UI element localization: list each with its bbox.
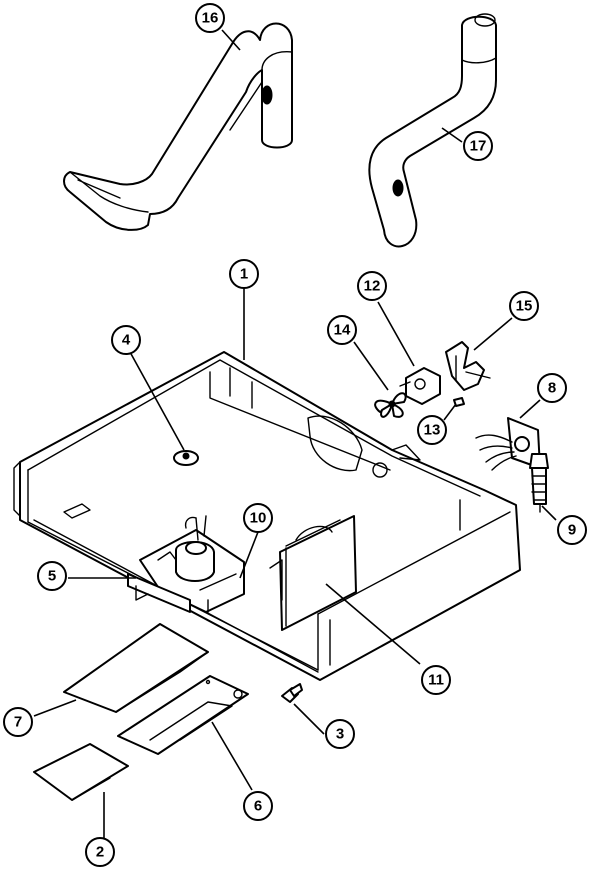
callout-14-label: 14 bbox=[334, 322, 351, 339]
part-12-motor bbox=[399, 367, 441, 405]
callout-15: 15 bbox=[509, 291, 539, 321]
leader-lines bbox=[33, 29, 557, 844]
part-6-plate bbox=[117, 675, 249, 755]
callout-1: 1 bbox=[229, 259, 259, 289]
callout-13-label: 13 bbox=[424, 422, 441, 439]
callout-12: 12 bbox=[357, 271, 387, 301]
callout-3-label: 3 bbox=[336, 726, 344, 743]
part-3-screw bbox=[281, 683, 303, 703]
callout-4-label: 4 bbox=[122, 332, 131, 349]
part-15-clip bbox=[445, 341, 491, 391]
callout-3: 3 bbox=[325, 719, 355, 749]
part-17-vent-duct bbox=[368, 13, 497, 248]
callout-9-label: 9 bbox=[568, 522, 576, 539]
callout-8-label: 8 bbox=[548, 380, 556, 397]
callout-6-label: 6 bbox=[254, 798, 262, 815]
callout-5: 5 bbox=[37, 561, 67, 591]
callout-1-label: 1 bbox=[240, 266, 248, 283]
callout-14: 14 bbox=[327, 315, 357, 345]
callout-17-label: 17 bbox=[470, 138, 487, 155]
part-16-vent-duct bbox=[63, 22, 293, 231]
callout-10-label: 10 bbox=[250, 510, 267, 527]
callout-13: 13 bbox=[417, 415, 447, 445]
callout-5-label: 5 bbox=[48, 568, 56, 585]
callout-11-label: 11 bbox=[428, 672, 444, 689]
callout-10: 10 bbox=[243, 503, 273, 533]
callout-9: 9 bbox=[557, 515, 587, 545]
callout-16: 16 bbox=[195, 3, 225, 33]
part-14-fan-blade bbox=[374, 392, 407, 418]
part-11-panel bbox=[269, 515, 357, 631]
callout-2: 2 bbox=[85, 837, 115, 867]
callout-7: 7 bbox=[3, 707, 33, 737]
part-5-bracket bbox=[127, 573, 191, 613]
part-7-cover bbox=[63, 623, 209, 713]
callout-15-label: 15 bbox=[516, 298, 533, 315]
callout-11: 11 bbox=[421, 665, 451, 695]
callout-16-label: 16 bbox=[202, 10, 219, 27]
part-2-cover bbox=[33, 743, 129, 801]
callout-2-label: 2 bbox=[96, 844, 104, 861]
callout-12-label: 12 bbox=[364, 278, 381, 295]
callout-8: 8 bbox=[537, 373, 567, 403]
callout-17: 17 bbox=[463, 131, 493, 161]
part-9-power-cord bbox=[529, 453, 549, 513]
callout-4: 4 bbox=[111, 325, 141, 355]
callout-6: 6 bbox=[243, 791, 273, 821]
part-4-switch bbox=[173, 450, 199, 466]
callout-7-label: 7 bbox=[14, 714, 22, 731]
